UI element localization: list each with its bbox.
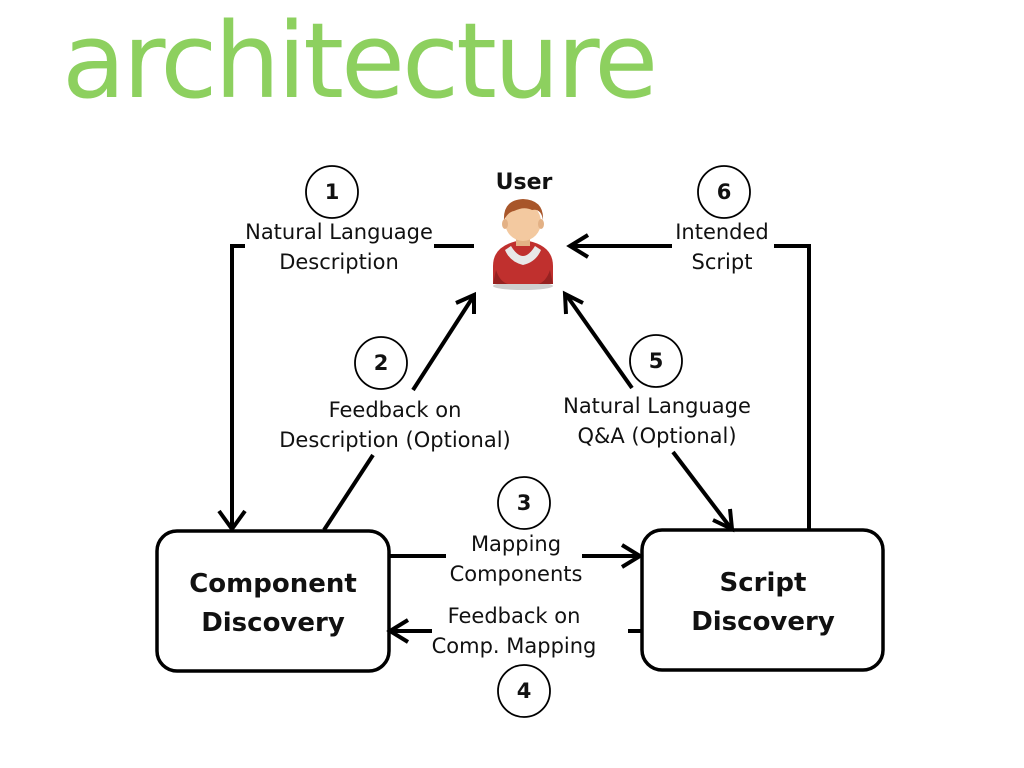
step-3-label-line-1: Mapping [471, 532, 561, 556]
step-1-circle [305, 165, 359, 219]
user-label: User [496, 170, 553, 195]
step-2-circle [354, 336, 408, 390]
component-discovery-label-line-1: Component [189, 569, 357, 599]
component-discovery-label-line-2: Discovery [201, 608, 345, 638]
step-5-label-line-1: Natural Language [563, 394, 751, 418]
step-4-number: 4 [517, 679, 532, 703]
connector-6-segment-a [774, 244, 811, 530]
arrowhead-5-down [712, 508, 735, 533]
connector-2-segment-b [411, 295, 475, 392]
step-6-label-line-2: Script [692, 250, 753, 274]
script-discovery-label-line-2: Discovery [691, 607, 835, 637]
step-3-number: 3 [517, 491, 532, 515]
component-discovery-box [155, 529, 391, 673]
step-1-label-line-1: Natural Language [245, 220, 433, 244]
step-6-label-line-1: Intended [675, 220, 769, 244]
step-5-number: 5 [649, 349, 664, 373]
step-2-label-line-2: Description (Optional) [279, 428, 510, 452]
user-icon [493, 199, 553, 290]
connector-1-segment-b [230, 244, 245, 527]
step-3-label-line-2: Components [450, 562, 583, 586]
connector-5-segment-a [565, 294, 634, 390]
step-6-circle [697, 165, 751, 219]
slide-title: architecture [62, 0, 658, 122]
script-discovery-box [640, 528, 885, 672]
step-5-circle [629, 334, 683, 388]
step-4-label-line-2: Comp. Mapping [432, 634, 597, 658]
step-2-number: 2 [374, 351, 389, 375]
arrowhead-3 [620, 543, 644, 569]
step-3-circle [497, 476, 551, 530]
arrowhead-6 [566, 233, 590, 259]
step-5-label-line-2: Q&A (Optional) [577, 424, 736, 448]
step-6-number: 6 [717, 180, 732, 204]
connector-2-segment-a [322, 453, 375, 532]
connector-5-segment-b [671, 450, 732, 529]
arrowhead-5-up [562, 290, 584, 315]
step-2-label-line-1: Feedback on [329, 398, 462, 422]
script-discovery-label-line-1: Script [720, 568, 807, 598]
step-1-label-line-2: Description [279, 250, 399, 274]
step-4-circle [497, 664, 551, 718]
step-4-label-line-1: Feedback on [448, 604, 581, 628]
arrowhead-1 [217, 509, 247, 533]
step-1-number: 1 [325, 180, 340, 204]
arrowhead-2 [455, 291, 476, 314]
arrowhead-4 [386, 618, 410, 644]
